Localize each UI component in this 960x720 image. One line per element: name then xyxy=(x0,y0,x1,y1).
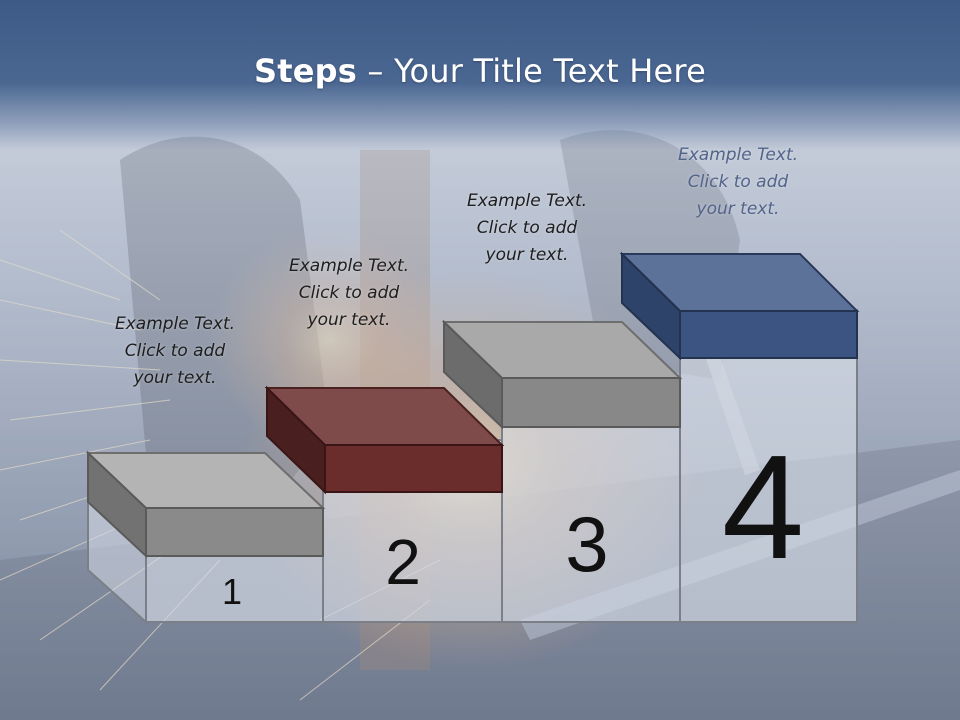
step-caption-3[interactable]: Example Text. Click to add your text. xyxy=(452,188,602,269)
step-number-3: 3 xyxy=(565,500,608,588)
caption-line: Example Text. xyxy=(288,256,410,276)
step-block-2[interactable] xyxy=(264,385,505,495)
step-caption-1[interactable]: Example Text. Click to add your text. xyxy=(100,311,250,392)
step-caption-2[interactable]: Example Text. Click to add your text. xyxy=(274,253,424,334)
caption-line: your text. xyxy=(485,245,569,265)
step-column-4 xyxy=(679,309,858,623)
caption-line: your text. xyxy=(696,199,780,219)
caption-line: your text. xyxy=(133,368,217,388)
step-number-4: 4 xyxy=(722,425,804,590)
caption-line: Click to add xyxy=(124,341,226,361)
caption-line: Click to add xyxy=(687,172,789,192)
step-block-3[interactable] xyxy=(441,319,683,430)
title-rest-text: – Your Title Text Here xyxy=(357,52,706,90)
caption-line: Example Text. xyxy=(466,191,588,211)
caption-line: Example Text. xyxy=(114,314,236,334)
caption-line: Click to add xyxy=(298,283,400,303)
step-block-4[interactable] xyxy=(619,251,860,361)
step-caption-4[interactable]: Example Text. Click to add your text. xyxy=(663,142,813,223)
step-block-1[interactable] xyxy=(85,450,326,559)
step-number-2: 2 xyxy=(385,526,421,598)
caption-line: Example Text. xyxy=(677,145,799,165)
step-number-1: 1 xyxy=(222,571,242,612)
page-title[interactable]: Steps – Your Title Text Here xyxy=(0,52,960,90)
caption-line: Click to add xyxy=(476,218,578,238)
title-bold-text: Steps xyxy=(254,52,358,90)
caption-line: your text. xyxy=(307,310,391,330)
title-bar xyxy=(0,0,960,150)
